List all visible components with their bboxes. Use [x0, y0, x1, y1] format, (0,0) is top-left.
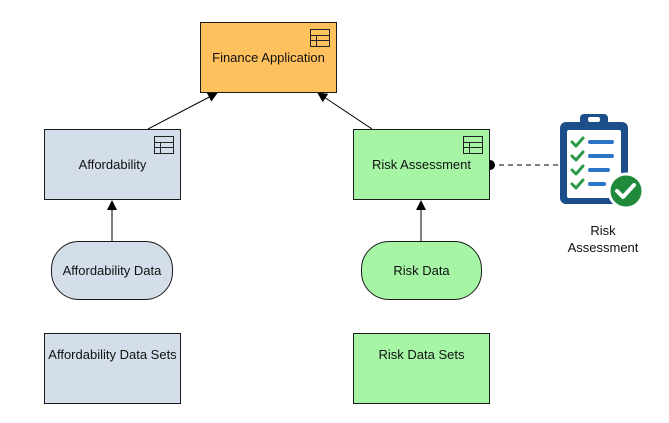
affordability-label: Affordability [78, 156, 147, 172]
risk-assessment-node[interactable]: Risk Assessment [353, 129, 490, 200]
risk-assessment-icon-label: Risk Assessment [548, 222, 658, 256]
affordability-data-node[interactable]: Affordability Data [51, 241, 173, 300]
risk-assessment-label: Risk Assessment [372, 156, 471, 172]
risk-data-sets-node[interactable]: Risk Data Sets [353, 333, 490, 404]
affordability-data-sets-node[interactable]: Affordability Data Sets [44, 333, 181, 404]
risk-data-sets-label: Risk Data Sets [378, 347, 465, 362]
component-icon [310, 29, 330, 47]
component-icon [154, 136, 174, 154]
connector-affordability-to-finance [147, 92, 218, 130]
finance-application-node[interactable]: Finance Application [200, 22, 337, 93]
finance-application-label: Finance Application [212, 49, 325, 65]
connector-risk-to-finance [317, 92, 373, 130]
affordability-data-label: Affordability Data [62, 262, 162, 278]
icon-label-line-2: Assessment [567, 240, 639, 255]
icon-label-line-1: Risk [590, 223, 616, 238]
risk-data-label: Risk Data [393, 262, 450, 278]
component-icon [463, 136, 483, 154]
affordability-node[interactable]: Affordability [44, 129, 181, 200]
clipboard-checklist-icon [560, 114, 645, 210]
risk-data-node[interactable]: Risk Data [361, 241, 482, 300]
affordability-data-sets-label: Affordability Data Sets [48, 347, 177, 362]
